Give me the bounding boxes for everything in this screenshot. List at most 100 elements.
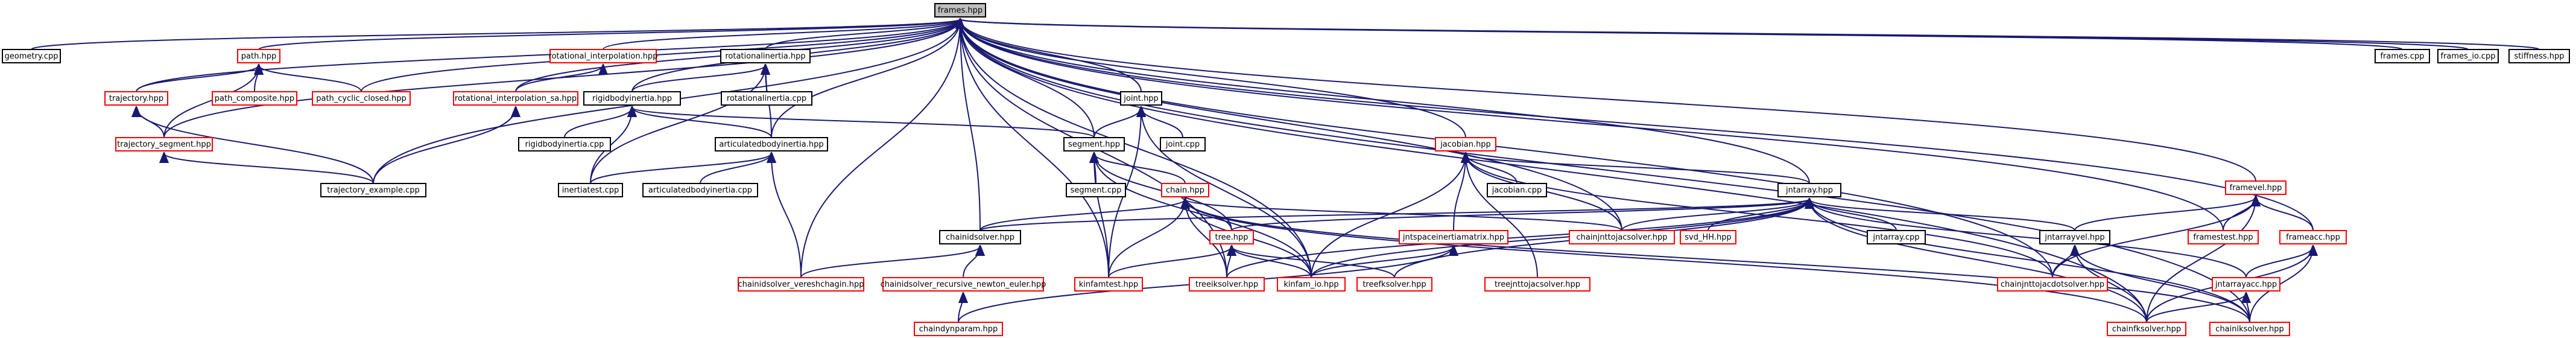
node-jntarrayacc[interactable]: jntarrayacc.hpp — [2212, 277, 2280, 292]
edge-inertiatest-to-artbody — [590, 153, 771, 184]
node-pathcomp[interactable]: path_composite.hpp — [212, 91, 297, 106]
node-rigidbody[interactable]: rigidbodyinertia.hpp — [583, 91, 681, 106]
node-framestest[interactable]: framestest.hpp — [2188, 230, 2259, 244]
node-kinfamtest[interactable]: kinfamtest.hpp — [1074, 277, 1143, 292]
edge-chaindynparam-to-chainidrne — [958, 293, 963, 323]
node-box — [1997, 277, 2108, 292]
node-box — [115, 137, 213, 151]
edge-framestest-to-frames — [960, 19, 2224, 231]
node-rotinterpsa[interactable]: rotational_interpolation_sa.hpp — [453, 91, 578, 106]
node-box — [934, 3, 986, 18]
node-artbodycpp[interactable]: articulatedbodyinertia.cpp — [642, 183, 758, 197]
node-box — [2188, 230, 2259, 244]
node-rigidbodycpp[interactable]: rigidbodyinertia.cpp — [518, 137, 611, 151]
node-artbody[interactable]: articulatedbodyinertia.hpp — [715, 137, 828, 151]
edge-chainiksolver-to-chain — [1185, 199, 2250, 323]
node-label: chainfksolver.hpp — [2112, 325, 2181, 334]
node-path[interactable]: path.hpp — [237, 49, 280, 63]
edge-jntspace-to-jacobian — [1453, 153, 1466, 231]
node-label: treeiksolver.hpp — [1195, 280, 1258, 289]
node-box — [738, 277, 864, 292]
node-chaindynsolver[interactable]: chainidsolver.hpp — [939, 230, 1021, 244]
node-jntarray[interactable]: jntarray.hpp — [1777, 183, 1841, 197]
node-box — [2212, 277, 2280, 292]
node-trajectory[interactable]: trajectory.hpp — [104, 91, 168, 106]
edge-chainjnttojacdot-to-frames — [960, 19, 2053, 278]
node-box — [1161, 183, 1209, 197]
node-treefksolver[interactable]: treefksolver.hpp — [1356, 277, 1432, 292]
edge-kinfamio-to-jntspace — [1311, 246, 1454, 278]
edge-framevel-to-frames — [960, 19, 2256, 182]
edge-chainiksolver-to-frames — [960, 19, 2250, 323]
edge-chainfksolver-to-framevel — [2146, 197, 2256, 323]
node-tree[interactable]: tree.hpp — [1209, 230, 1254, 244]
node-box — [1160, 137, 1206, 151]
edge-treeiksolver-to-chain — [1185, 199, 1227, 278]
node-box — [320, 183, 426, 197]
node-box — [1484, 277, 1590, 292]
node-box — [518, 137, 611, 151]
node-chainiksolver[interactable]: chainiksolver.hpp — [2209, 322, 2290, 336]
edge-artbodycpp-to-artbody — [700, 153, 771, 184]
node-trajexample[interactable]: trajectory_example.cpp — [320, 183, 426, 197]
node-chainidrne[interactable]: chainidsolver_recursive_newton_euler.hpp — [881, 277, 1046, 292]
node-label: rotationalinertia.hpp — [725, 52, 805, 61]
node-chain[interactable]: chain.hpp — [1161, 183, 1209, 197]
edge-chainfksolver-to-jntarrayvel — [2075, 246, 2147, 323]
edge-pathcyc-to-frames — [361, 19, 960, 92]
node-box — [453, 91, 578, 106]
node-jntspace[interactable]: jntspaceinertiamatrix.hpp — [1399, 230, 1508, 244]
node-chaindynparam[interactable]: chaindynparam.hpp — [914, 322, 1003, 336]
node-treeiksolver[interactable]: treeiksolver.hpp — [1189, 277, 1265, 292]
node-rotinterp[interactable]: rotational_interpolation.hpp — [549, 49, 658, 63]
node-jointcpp[interactable]: joint.cpp — [1160, 137, 1206, 151]
node-frameacc[interactable]: frameacc.hpp — [2279, 230, 2347, 244]
node-box — [1487, 183, 1547, 197]
node-geometry[interactable]: geometry.cpp — [2, 49, 61, 63]
node-jacobian[interactable]: jacobian.hpp — [1435, 137, 1496, 151]
node-segmentcpp[interactable]: segment.cpp — [1066, 183, 1126, 197]
edge-artbody-to-frames — [771, 19, 960, 138]
node-box — [1680, 230, 1736, 244]
node-joint[interactable]: joint.hpp — [1120, 91, 1162, 106]
node-label: chainiksolver.hpp — [2215, 325, 2283, 334]
edge-kinfamio-to-jntarray — [1311, 199, 1809, 278]
node-frames[interactable]: frames.hpp — [934, 3, 986, 18]
node-label: path_composite.hpp — [215, 94, 294, 103]
node-inertiatest[interactable]: inertiatest.cpp — [558, 183, 623, 197]
node-label: rotationalinertia.cpp — [727, 94, 806, 103]
node-kinfamio[interactable]: kinfam_io.hpp — [1277, 277, 1346, 292]
node-rotinertia[interactable]: rotationalinertia.hpp — [720, 49, 811, 63]
edge-chainidvereshchagin-to-frames — [800, 19, 960, 278]
node-pathcyc[interactable]: path_cyclic_closed.hpp — [312, 91, 411, 106]
node-jacobiancpp[interactable]: jacobian.cpp — [1487, 183, 1547, 197]
node-label: jacobian.hpp — [1440, 140, 1491, 149]
node-trajseg[interactable]: trajectory_segment.hpp — [115, 137, 213, 151]
node-framesio[interactable]: frames_io.cpp — [2437, 49, 2499, 63]
edge-trajexample-to-rotinterpsa — [373, 107, 516, 184]
node-label: trajectory_example.cpp — [327, 186, 420, 195]
edge-chainjnttojacdot-to-jacobian — [1466, 153, 2053, 278]
node-rotinertiacpp[interactable]: rotationalinertia.cpp — [721, 91, 812, 106]
node-box — [2437, 49, 2499, 63]
node-segment[interactable]: segment.hpp — [1063, 137, 1125, 151]
node-box — [882, 277, 1044, 292]
node-treejnttojac[interactable]: treejnttojacsolver.hpp — [1484, 277, 1590, 292]
node-box — [2, 49, 61, 63]
edge-chainfksolver-to-chain — [1185, 199, 2147, 323]
node-chainfksolver[interactable]: chainfksolver.hpp — [2107, 322, 2186, 336]
node-chainjnttojac[interactable]: chainjnttojacsolver.hpp — [1569, 230, 1675, 244]
node-label: joint.cpp — [1165, 140, 1200, 149]
edge-chain-to-segment — [1094, 153, 1186, 184]
node-chainidvereshchagin[interactable]: chainidsolver_vereshchagin.hpp — [738, 277, 864, 292]
node-chainjnttojacdot[interactable]: chainjnttojacdotsolver.hpp — [1997, 277, 2108, 292]
node-box — [1435, 137, 1496, 151]
node-framescpp[interactable]: frames.cpp — [2375, 49, 2430, 63]
node-svdhh[interactable]: svd_HH.hpp — [1680, 230, 1736, 244]
node-label: jntarrayacc.hpp — [2215, 280, 2277, 289]
node-stiffness[interactable]: stiffness.hpp — [2508, 49, 2570, 63]
edge-jntarrayacc-to-frameacc — [2245, 246, 2313, 278]
node-jntarrayvel[interactable]: jntarrayvel.hpp — [2039, 230, 2110, 244]
node-jntarraycpp[interactable]: jntarray.cpp — [1867, 230, 1926, 244]
node-framevel[interactable]: framevel.hpp — [2225, 180, 2286, 195]
